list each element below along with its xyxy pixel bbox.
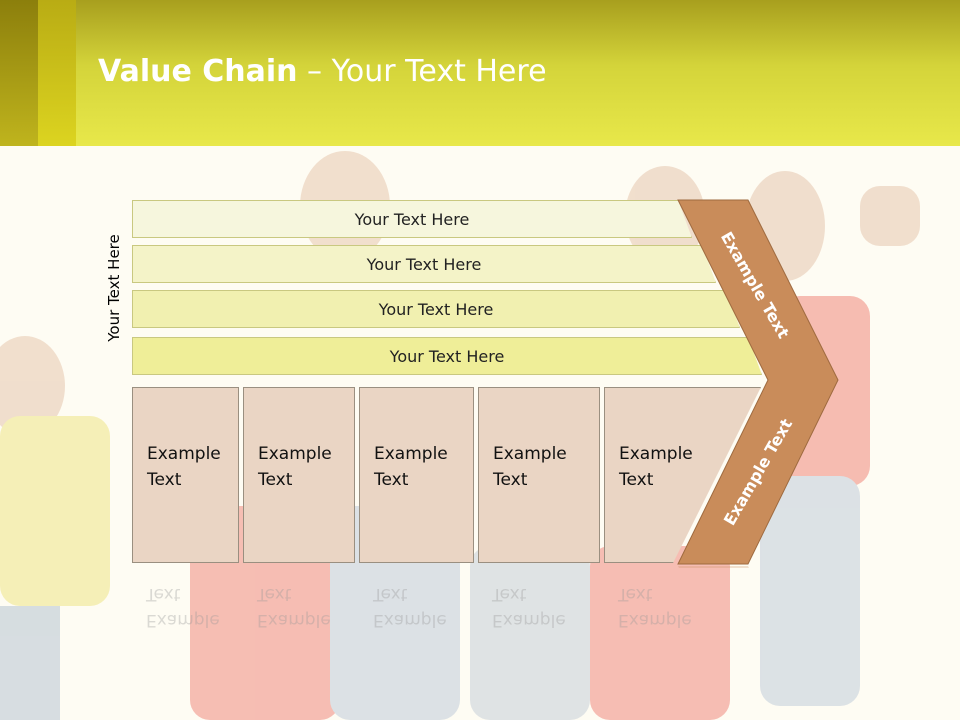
bar-3-label: Your Text Here: [378, 300, 494, 319]
margin-chevron-reflection: [678, 566, 749, 568]
bar-4-label: Your Text Here: [389, 347, 505, 366]
page-title: Value Chain – Your Text Here: [98, 54, 547, 89]
margin-chevron-shape: [677, 199, 839, 565]
title-bold: Value Chain: [98, 54, 298, 89]
header-strip-light: [38, 0, 76, 146]
title-rest: – Your Text Here: [297, 54, 547, 89]
header-strip-dark: [0, 0, 38, 146]
bar-2[interactable]: Your Text Here: [132, 245, 716, 283]
bar-1-label: Your Text Here: [354, 210, 470, 229]
vertical-side-label: Your Text Here: [105, 234, 123, 342]
bar-1[interactable]: Your Text Here: [132, 200, 692, 238]
margin-chevron[interactable]: [670, 198, 845, 568]
header-band: Value Chain – Your Text Here: [0, 0, 960, 146]
bar-3[interactable]: Your Text Here: [132, 290, 740, 328]
bar-4[interactable]: Your Text Here: [132, 337, 762, 375]
bar-2-label: Your Text Here: [366, 255, 482, 274]
